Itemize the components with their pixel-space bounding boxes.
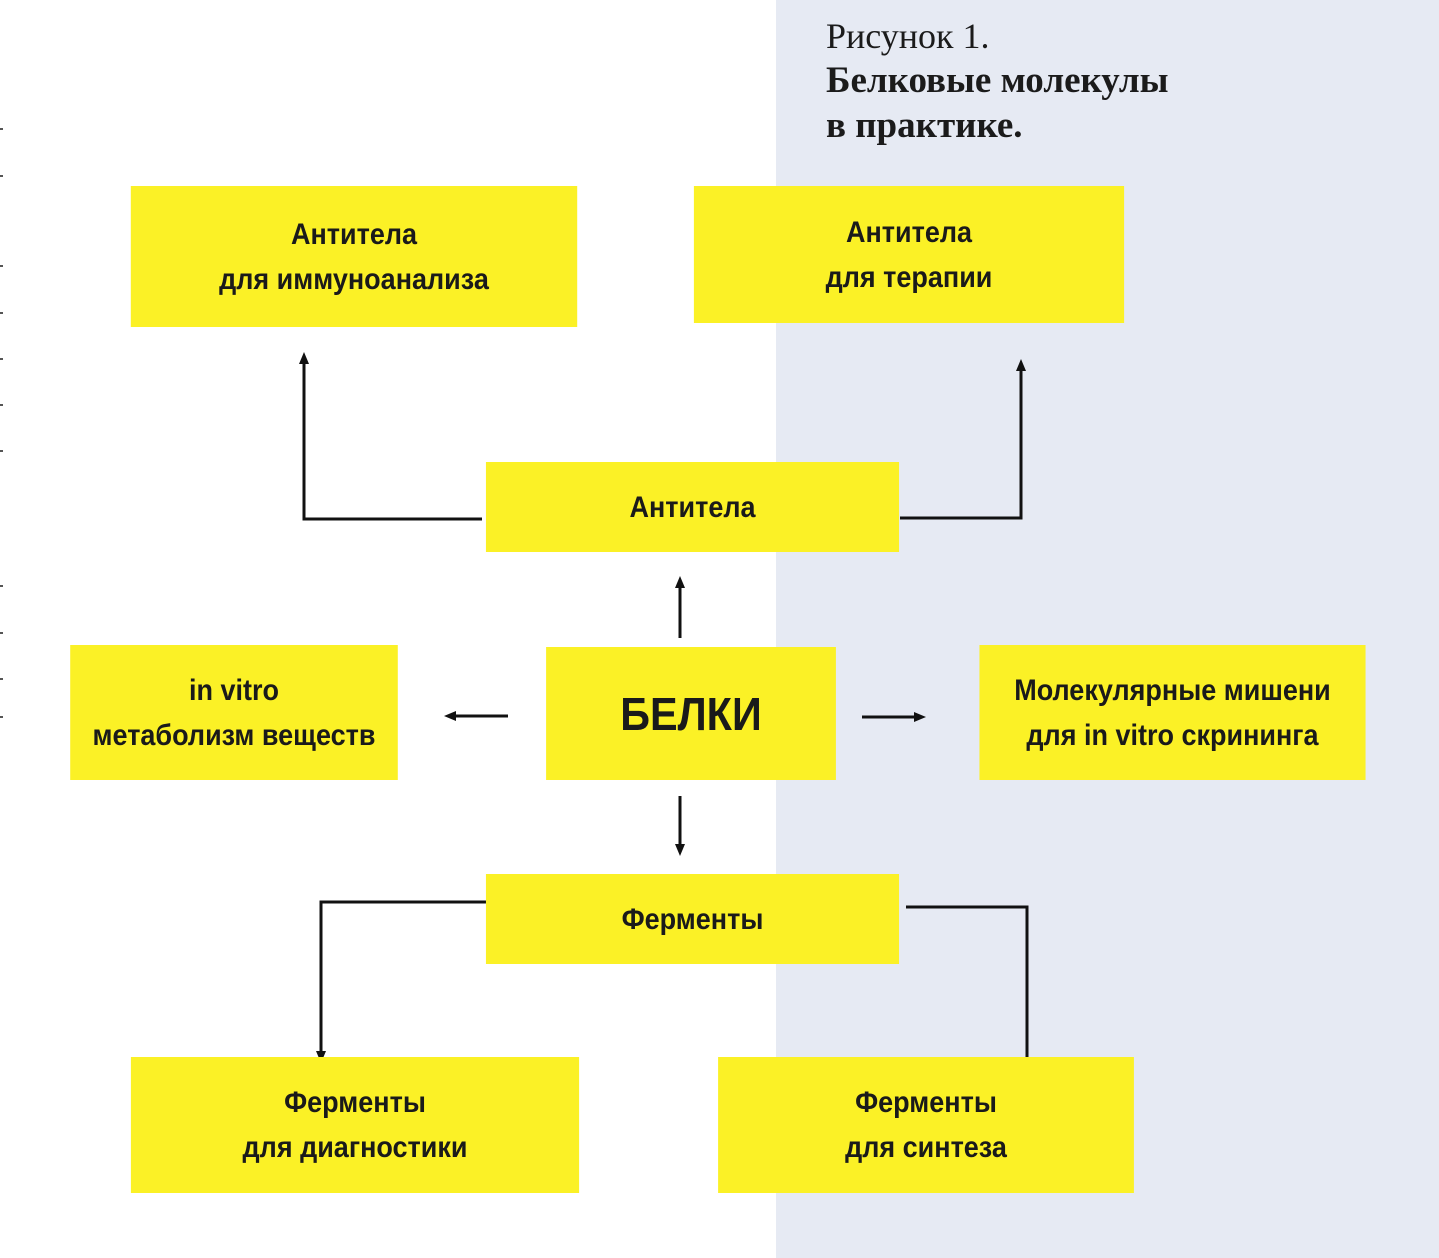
node-antibodies-immunoassay-line1: Антитела	[290, 217, 418, 251]
margin-tick	[0, 312, 3, 314]
node-in-vitro-metabolism-line2: метаболизм веществ	[92, 718, 376, 752]
node-molecular-targets: Молекулярные мишени для in vitro скринин…	[979, 645, 1366, 780]
margin-tick	[0, 358, 3, 360]
node-in-vitro-metabolism: in vitro метаболизм веществ	[70, 645, 398, 780]
node-in-vitro-metabolism-line1: in vitro	[188, 673, 279, 707]
figure-title-line-2: в практике.	[826, 105, 1023, 146]
arrow-enzymes-to-synthesis	[906, 905, 1032, 1069]
node-antibodies: Антитела	[485, 462, 900, 552]
node-antibodies-label: Антитела	[629, 490, 756, 524]
margin-tick	[0, 265, 3, 267]
node-enzymes-synthesis-line1: Ферменты	[855, 1086, 997, 1119]
node-enzymes-diagnostics: Ферменты для диагностики	[130, 1057, 580, 1193]
node-antibodies-therapy-line1: Антитела	[845, 215, 973, 249]
node-antibodies-therapy-line2: для терапии	[825, 260, 993, 294]
arrow-enzymes-to-diagnostics	[316, 900, 492, 1063]
node-enzymes-diagnostics-line2: для диагностики	[242, 1131, 468, 1164]
margin-tick	[0, 404, 3, 406]
margin-tick	[0, 128, 3, 130]
margin-tick	[0, 175, 3, 177]
node-enzymes-synthesis-line2: для синтеза	[845, 1131, 1007, 1164]
node-enzymes-synthesis: Ферменты для синтеза	[718, 1057, 1134, 1193]
margin-tick	[0, 450, 3, 452]
margin-tick	[0, 632, 3, 634]
arrow-antibodies-to-therapy	[900, 359, 1026, 520]
figure-title-line-1: Белковые молекулы	[826, 60, 1169, 101]
node-enzymes: Ферменты	[485, 874, 900, 964]
node-molecular-targets-line1: Молекулярные мишени	[1014, 673, 1331, 707]
node-molecular-targets-line2: для in vitro скрининга	[1026, 718, 1319, 752]
figure-caption: Рисунок 1. Белковые молекулы в практике.	[826, 14, 1386, 148]
arrow-antibodies-to-immuno	[299, 352, 482, 521]
node-enzymes-diagnostics-line1: Ферменты	[284, 1086, 426, 1119]
figure-number: Рисунок 1.	[826, 16, 990, 56]
node-antibodies-therapy: Антитела для терапии	[693, 186, 1125, 323]
margin-tick	[0, 585, 3, 587]
node-antibodies-immunoassay-line2: для иммуноанализа	[219, 262, 489, 296]
margin-tick	[0, 678, 3, 680]
node-antibodies-immunoassay: Антитела для иммуноанализа	[130, 186, 578, 327]
node-enzymes-label: Ферменты	[621, 902, 764, 936]
margin-tick	[0, 716, 3, 718]
node-proteins-center: БЕЛКИ	[546, 647, 836, 780]
node-proteins-center-label: БЕЛКИ	[620, 687, 762, 740]
